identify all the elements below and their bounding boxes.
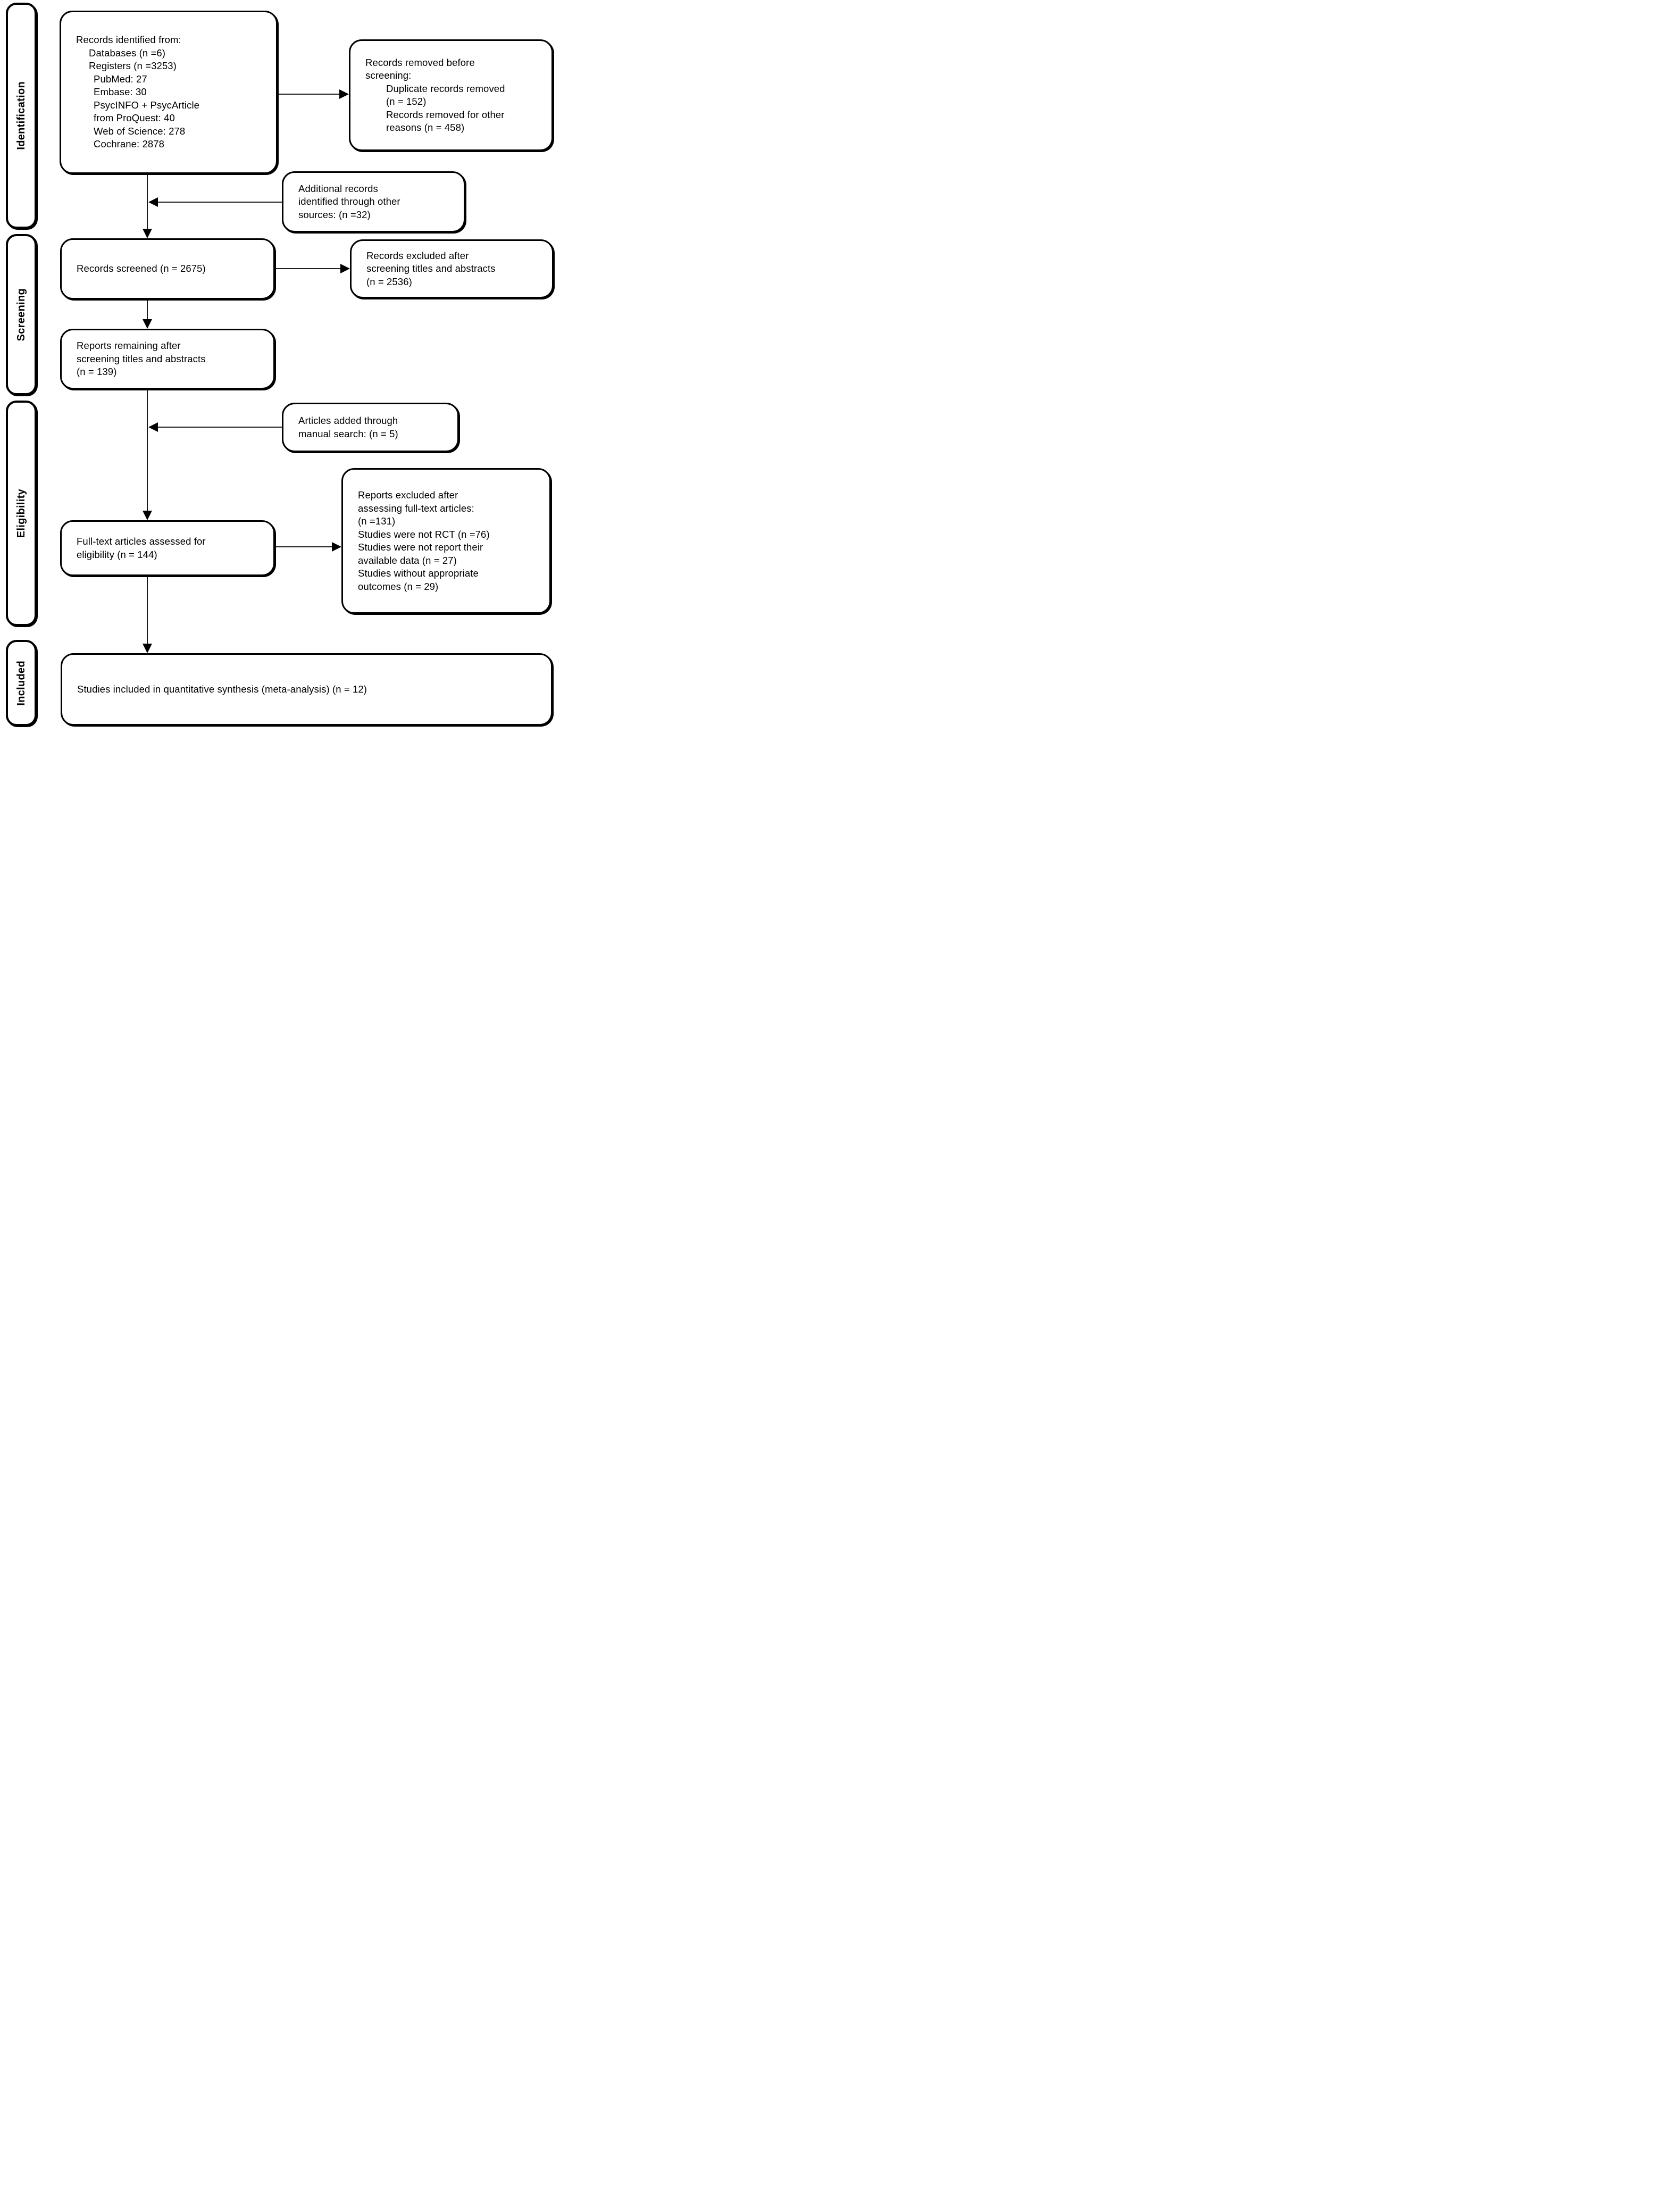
arrow-identified-to-screened xyxy=(143,174,152,238)
fulltext-assessed-box: Full-text articles assessed for eligibil… xyxy=(60,520,275,576)
box-line: sources: (n =32) xyxy=(298,209,371,220)
box-line: outcomes (n = 29) xyxy=(358,580,439,592)
stage-label-included: Included xyxy=(6,640,37,726)
stage-label-text: Included xyxy=(15,660,27,706)
box-line: assessing full-text articles: xyxy=(358,502,474,514)
box-line: (n = 139) xyxy=(77,366,117,378)
box-line: Articles added through xyxy=(298,415,398,426)
box-line: (n = 2536) xyxy=(366,276,412,287)
flow-arrows xyxy=(143,89,350,653)
stage-label-screening: Screening xyxy=(6,234,37,395)
box-line: Studies were not RCT (n =76) xyxy=(358,528,490,540)
box-line: screening titles and abstracts xyxy=(366,263,496,274)
box-line: Registers (n =3253) xyxy=(89,60,177,72)
box-line: Duplicate records removed xyxy=(386,82,505,94)
arrow-identified-to-removed xyxy=(277,89,349,99)
box-line: reasons (n = 458) xyxy=(386,122,465,133)
box-line: available data (n = 27) xyxy=(358,554,457,566)
arrow-remaining-to-fulltext xyxy=(143,389,152,520)
records-screened-box: Records screened (n = 2675) xyxy=(60,238,275,299)
box-line: Records excluded after xyxy=(366,249,469,261)
box-line: (n = 152) xyxy=(386,96,427,107)
box-line: PsycINFO + PsycArticle xyxy=(94,99,200,111)
arrow-screened-to-excluded xyxy=(275,264,350,273)
articles-added-manual-search-box: Articles added through manual search: (n… xyxy=(282,403,459,452)
arrow-manual-to-flow xyxy=(148,422,282,432)
box-line: from ProQuest: 40 xyxy=(94,112,175,124)
box-line: screening: xyxy=(365,70,412,81)
box-line: eligibility (n = 144) xyxy=(77,548,157,560)
box-line: Records removed for other xyxy=(386,109,505,120)
box-line: Cochrane: 2878 xyxy=(94,138,165,150)
box-line: Reports remaining after xyxy=(77,340,181,352)
box-line: Additional records xyxy=(298,182,378,194)
reports-excluded-fulltext-box: Reports excluded after assessing full-te… xyxy=(341,468,551,614)
box-line: screening titles and abstracts xyxy=(77,353,206,364)
records-removed-before-screening-box: Records removed before screening: Duplic… xyxy=(349,39,553,151)
box-line: manual search: (n = 5) xyxy=(298,428,398,439)
stage-label-eligibility: Eligibility xyxy=(6,401,37,626)
stage-label-identification: Identification xyxy=(6,3,37,229)
stage-label-text: Screening xyxy=(15,288,27,341)
box-line: Records screened (n = 2675) xyxy=(77,263,206,274)
prisma-flow-diagram: Identification Screening Eligibility Inc… xyxy=(0,0,560,730)
box-line: Records identified from: xyxy=(76,34,181,46)
box-line: Embase: 30 xyxy=(94,86,147,98)
box-line: identified through other xyxy=(298,196,400,207)
arrow-additional-to-flow xyxy=(148,197,282,207)
box-line: Records removed before xyxy=(365,56,475,68)
arrow-screened-to-remaining xyxy=(143,299,152,329)
stage-label-text: Identification xyxy=(15,81,27,150)
arrow-fulltext-to-included xyxy=(143,576,152,653)
box-line: Studies were not report their xyxy=(358,541,483,553)
box-line: Databases (n =6) xyxy=(89,47,166,59)
stage-label-text: Eligibility xyxy=(15,488,27,538)
studies-included-box: Studies included in quantitative synthes… xyxy=(61,653,553,726)
box-line: Full-text articles assessed for xyxy=(77,536,206,547)
box-line: Web of Science: 278 xyxy=(94,125,186,137)
box-line: PubMed: 27 xyxy=(94,73,147,85)
records-excluded-screening-box: Records excluded after screening titles … xyxy=(350,239,554,298)
arrow-fulltext-to-excluded xyxy=(275,542,341,552)
records-identified-box: Records identified from: Databases (n =6… xyxy=(60,11,278,174)
box-line: (n =131) xyxy=(358,515,396,527)
box-line: Reports excluded after xyxy=(358,489,458,501)
box-line: Studies without appropriate xyxy=(358,568,479,579)
box-line: Studies included in quantitative synthes… xyxy=(77,683,367,695)
reports-remaining-box: Reports remaining after screening titles… xyxy=(60,329,275,389)
additional-records-box: Additional records identified through ot… xyxy=(282,171,465,232)
